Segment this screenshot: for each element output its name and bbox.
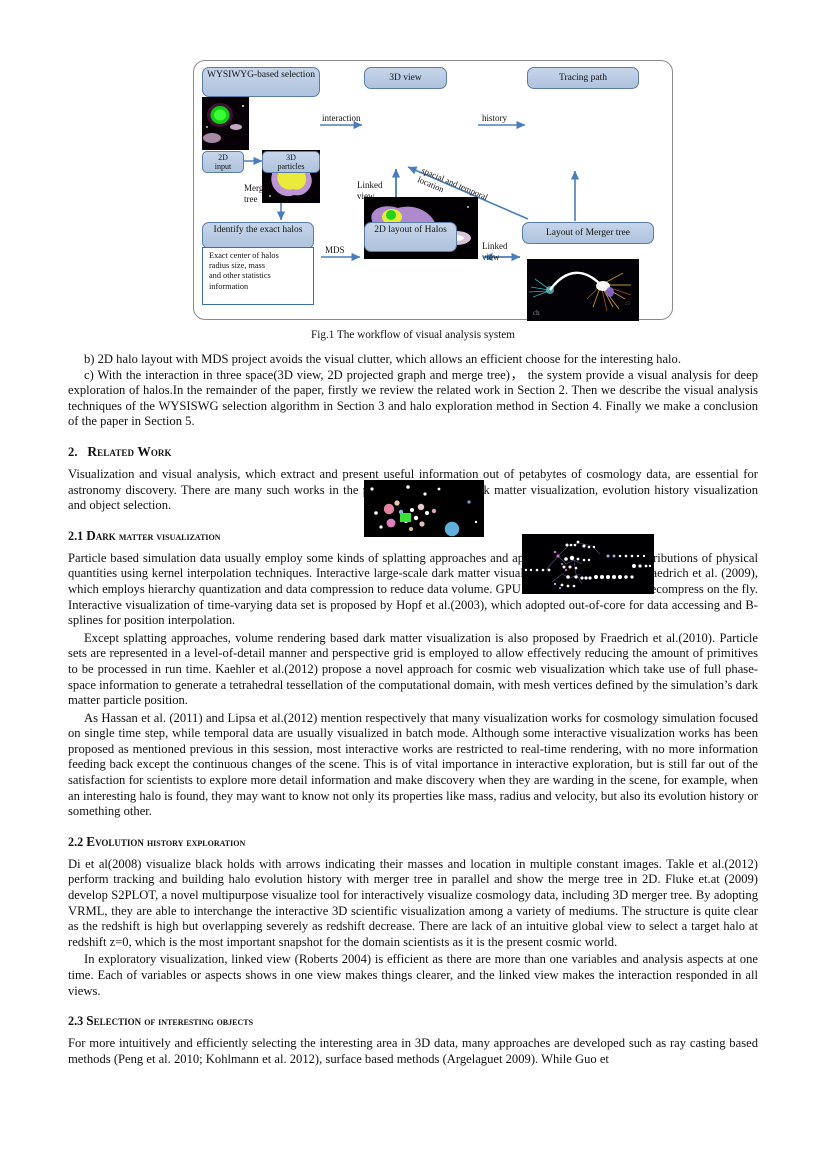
node-layout-merger-tree: Layout of Merger tree bbox=[522, 222, 654, 244]
halo-detail-line-2: radius size, mass bbox=[209, 261, 265, 271]
heading-21-number: 2.1 bbox=[68, 528, 84, 543]
node-2d-input-line2: input bbox=[214, 162, 232, 171]
node-3d-particles-line1: 3D bbox=[286, 153, 296, 162]
thumb-2d-layout-halos bbox=[364, 480, 484, 537]
node-3d-particles-line2: particles bbox=[277, 162, 305, 171]
page-content: WYSIWYG-based selection bbox=[68, 60, 758, 1067]
paragraph-22-2: In exploratory visualization, linked vie… bbox=[68, 952, 758, 998]
edge-label-merger: Merger bbox=[244, 183, 271, 193]
node-2d-input-line1: 2D bbox=[218, 153, 228, 162]
heading-23-word2: of interesting objects bbox=[144, 1016, 254, 1029]
paragraph-21-1: Particle based simulation data usually e… bbox=[68, 550, 758, 628]
paragraph-c: c) With the interaction in three space(3… bbox=[68, 367, 758, 429]
edge-label-history: history bbox=[482, 113, 508, 123]
paragraph-b: b) 2D halo layout with MDS project avoid… bbox=[84, 352, 681, 366]
heading-evolution-history-exploration: 2.2 Evolution history exploration bbox=[68, 834, 758, 850]
heading-selection-of-interesting-objects: 2.3 Selection of interesting objects bbox=[68, 1013, 758, 1029]
heading-21-word2: matter visualization bbox=[118, 530, 221, 543]
edge-label-interaction: interaction bbox=[322, 113, 361, 123]
paragraph-22-1: Di et al(2008) visualize black holds wit… bbox=[68, 856, 758, 949]
heading-2-title: Related Work bbox=[87, 443, 172, 459]
heading-22-number: 2.2 bbox=[68, 834, 84, 849]
paragraph-21-2: Except splatting approaches, volume rend… bbox=[68, 630, 758, 708]
node-identify-halos: Identify the exact halos bbox=[202, 222, 314, 249]
svg-text:z3: z3 bbox=[625, 302, 630, 307]
linked-top-2: view bbox=[357, 191, 375, 201]
heading-23-number: 2.3 bbox=[68, 1014, 84, 1029]
node-2d-layout-halos: 2D layout of Halos bbox=[364, 222, 457, 252]
halo-detail-line-4: information bbox=[209, 281, 249, 291]
thumb-merger-tree bbox=[522, 534, 654, 594]
heading-21-word1: Dark bbox=[86, 527, 116, 543]
linked-right-2: view bbox=[482, 252, 500, 262]
figure-1: WYSIWYG-based selection bbox=[68, 60, 758, 594]
edge-label-merger-tree: Merger tree bbox=[244, 183, 270, 205]
figure-caption: Fig.1 The workflow of visual analysis sy… bbox=[311, 329, 515, 341]
edge-label-linked-view-top: Linked view bbox=[357, 180, 383, 202]
halo-detail-line-1: Exact center of halos bbox=[209, 251, 279, 260]
heading-2-number: 2. bbox=[68, 444, 78, 459]
paragraph-21-3: As Hassan et al. (2011) and Lipsa et al.… bbox=[68, 710, 758, 819]
paragraph-23-1: For more intuitively and efficiently sel… bbox=[68, 1036, 758, 1066]
edge-label-tree: tree bbox=[244, 194, 258, 204]
thumb-tracing-path: ch z3 bbox=[527, 259, 639, 321]
halo-detail-line-3: and other statistics bbox=[209, 271, 271, 281]
heading-22-word1: Evolution bbox=[86, 833, 144, 849]
thumb-2d-input bbox=[202, 97, 249, 150]
node-3d-view: 3D view bbox=[364, 67, 447, 89]
heading-related-work: 2. Related Work bbox=[68, 444, 758, 460]
node-halo-details: Exact center of halos radius size, mass … bbox=[202, 247, 314, 305]
heading-dark-matter-visualization: 2.1 Dark matter visualization bbox=[68, 528, 758, 544]
heading-22-word2: history exploration bbox=[146, 836, 246, 849]
node-wysiwyg-selection: WYSIWYG-based selection bbox=[202, 67, 320, 97]
node-tracing-path: Tracing path bbox=[527, 67, 639, 89]
edge-label-linked-view-right: Linked view bbox=[482, 241, 508, 263]
node-2d-input: 2D input bbox=[202, 151, 244, 173]
linked-top-1: Linked bbox=[357, 180, 383, 190]
edge-label-mds: MDS bbox=[325, 245, 345, 255]
heading-23-word1: Selection bbox=[86, 1013, 142, 1029]
node-3d-particles: 3D particles bbox=[262, 151, 320, 173]
svg-text:ch: ch bbox=[533, 309, 540, 317]
figure-frame: WYSIWYG-based selection bbox=[193, 60, 673, 594]
linked-right-1: Linked bbox=[482, 241, 508, 251]
